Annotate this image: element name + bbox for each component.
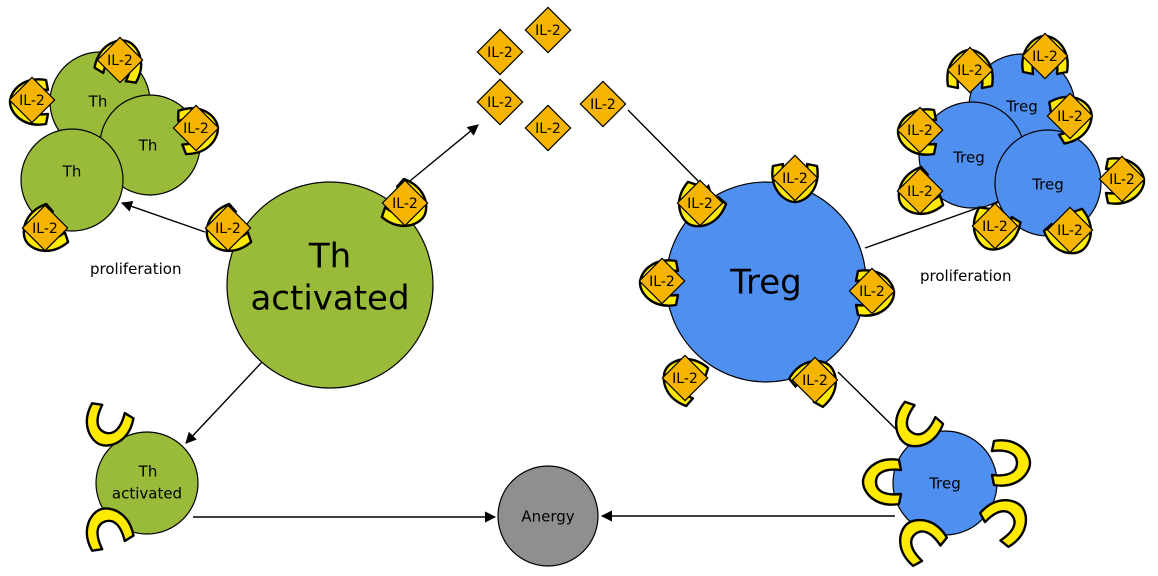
- il2-cytokine-icon: IL-2: [381, 179, 429, 227]
- il2-receptor-icon: [990, 439, 1032, 487]
- arrow-th-to-proliferation: [120, 201, 206, 233]
- il2-cytokine-icon: IL-2: [524, 6, 572, 54]
- il2-label: IL-2: [859, 284, 885, 300]
- arrows: [120, 109, 1002, 523]
- il2-cytokine-icon: IL-2: [661, 354, 709, 402]
- il2-label: IL-2: [802, 373, 828, 389]
- il2-label: IL-2: [535, 121, 561, 137]
- il2-cytokine-icon: IL-2: [946, 46, 994, 94]
- il2-label: IL-2: [907, 184, 933, 200]
- th-label: Th: [88, 93, 108, 111]
- il2-label: IL-2: [392, 196, 418, 212]
- th-activated-label-line2: activated: [250, 279, 409, 319]
- il2-label: IL-2: [535, 23, 561, 39]
- il2-cytokine-icon: IL-2: [896, 167, 944, 215]
- arrow-il2-to-treg: [627, 109, 713, 196]
- il2-label: IL-2: [590, 97, 616, 113]
- il2-receptor-icon: [861, 458, 903, 506]
- il2-label: IL-2: [183, 121, 209, 137]
- il2-cytokine-icon: IL-2: [896, 106, 944, 154]
- il2-receptor-icon: [978, 498, 1028, 549]
- il2-cytokine-icon: IL-2: [638, 257, 686, 305]
- arrow-th-to-th-small: [185, 361, 263, 444]
- il2-label: IL-2: [215, 221, 241, 237]
- il2-receptor-icon: [85, 402, 135, 447]
- th-activated-small-line2: activated: [112, 485, 182, 503]
- th-activated-cell-large: Th activated: [226, 181, 434, 389]
- anergy-cell: Anergy: [497, 465, 599, 567]
- il2-label: IL-2: [982, 219, 1008, 235]
- il2-receptor-icon: [85, 507, 135, 552]
- il2-cytokine-icon: IL-2: [172, 104, 220, 152]
- th-activated-small-line1: Th: [138, 463, 158, 481]
- il2-cytokine-icon: IL-2: [579, 80, 627, 128]
- il2-cytokine-icon: IL-2: [971, 202, 1019, 250]
- il2-cytokine-icon: IL-2: [96, 36, 144, 84]
- il2-cytokine-icon: IL-2: [1098, 155, 1146, 203]
- il2-label: IL-2: [487, 45, 513, 61]
- il2-cytokine-icon: IL-2: [524, 104, 572, 152]
- treg-large-label: Treg: [729, 263, 802, 303]
- il2-label: IL-2: [487, 95, 513, 111]
- treg-cell-small: Treg: [892, 430, 998, 536]
- il2-receptor-icon: [898, 518, 949, 568]
- il2-label: IL-2: [782, 171, 808, 187]
- il2-cytokine-icon: IL-2: [476, 78, 524, 126]
- il2-label: IL-2: [1109, 172, 1135, 188]
- il2-label: IL-2: [687, 196, 713, 212]
- il2-cytokine-icon: IL-2: [476, 28, 524, 76]
- th-activated-cell-small: Th activated: [95, 431, 199, 535]
- treg-small-label: Treg: [928, 475, 961, 493]
- il2-cytokine-icon: IL-2: [8, 76, 56, 124]
- il2-label: IL-2: [957, 63, 983, 79]
- il2-label: IL-2: [19, 93, 45, 109]
- il2-cytokine-icon: IL-2: [848, 267, 896, 315]
- il2-cytokine-icon: IL-2: [676, 179, 724, 227]
- il2-cytokine-icon: IL-2: [204, 204, 252, 252]
- il2-label: IL-2: [32, 221, 58, 237]
- il2-cytokine-icon: IL-2: [1046, 92, 1094, 140]
- il2-cytokine-icon: IL-2: [21, 204, 69, 252]
- il2-receptor-icon: [895, 400, 945, 448]
- il2-cytokine-icon: IL-2: [1021, 32, 1069, 80]
- il2-label: IL-2: [107, 53, 133, 69]
- il2-label: IL-2: [907, 123, 933, 139]
- treg-label: Treg: [1005, 98, 1038, 116]
- anergy-label: Anergy: [521, 508, 574, 526]
- il2-label: IL-2: [672, 371, 698, 387]
- il2-cytokine-icon: IL-2: [1046, 206, 1094, 254]
- il2-label: IL-2: [1032, 49, 1058, 65]
- treg-proliferated-cluster: Treg Treg Treg: [918, 53, 1102, 237]
- treg-cell-large: Treg: [665, 181, 867, 383]
- arrow-th-to-il2-release: [404, 124, 479, 186]
- th-activated-label-line1: Th: [308, 237, 351, 277]
- treg-label: Treg: [1031, 176, 1064, 194]
- proliferation-label-right: proliferation: [920, 267, 1011, 285]
- il2-label: IL-2: [1057, 223, 1083, 239]
- il2-cytokine-icon: IL-2: [791, 356, 839, 404]
- treg-label: Treg: [952, 149, 985, 167]
- il2-cytokine-icon: IL-2: [771, 154, 819, 202]
- proliferation-label-left: proliferation: [90, 260, 181, 278]
- il2-label: IL-2: [1057, 109, 1083, 125]
- th-label: Th: [138, 137, 158, 155]
- il2-label: IL-2: [649, 274, 675, 290]
- th-label: Th: [62, 163, 82, 181]
